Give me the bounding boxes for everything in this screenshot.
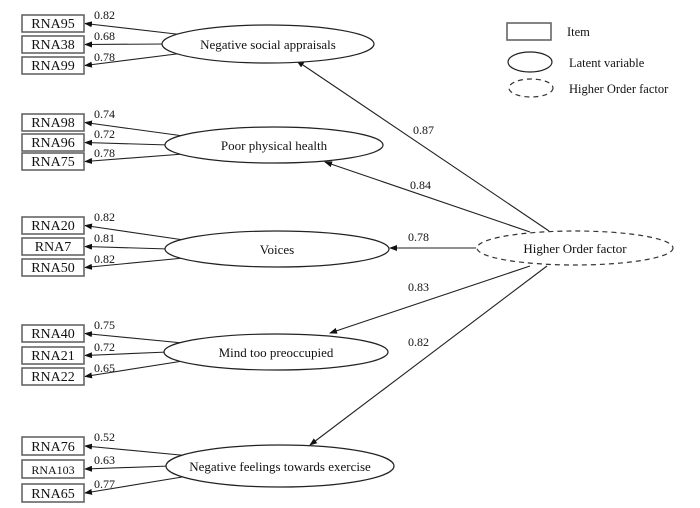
higher-order-path-1 bbox=[296, 60, 550, 232]
item-label: RNA65 bbox=[31, 487, 75, 502]
item-box bbox=[21, 35, 85, 54]
item-label: RNA38 bbox=[31, 38, 75, 53]
higher-order-path-5 bbox=[309, 265, 548, 446]
higher-order-ellipse bbox=[476, 230, 674, 266]
legend-item-swatch bbox=[506, 22, 552, 41]
item-loading: 0.75 bbox=[94, 318, 115, 332]
item-path bbox=[84, 41, 167, 48]
higher-order-loading-1: 0.87 bbox=[413, 123, 434, 137]
item-label: RNA76 bbox=[31, 440, 75, 455]
item-loading: 0.63 bbox=[94, 453, 115, 467]
item-box bbox=[21, 152, 85, 171]
item-path bbox=[84, 153, 184, 164]
item-label: RNA99 bbox=[31, 59, 75, 74]
item-loading: 0.68 bbox=[94, 29, 115, 43]
higher-order-loading-2: 0.84 bbox=[410, 178, 431, 192]
higher-order-path-2 bbox=[324, 161, 531, 233]
higher-order-path-4 bbox=[329, 265, 531, 334]
item-path bbox=[84, 139, 170, 146]
item-box bbox=[21, 258, 85, 277]
item-label: RNA50 bbox=[31, 261, 75, 276]
item-path bbox=[84, 351, 169, 359]
item-loading: 0.72 bbox=[94, 127, 115, 141]
legend-latent-swatch bbox=[507, 51, 553, 73]
item-path bbox=[84, 331, 184, 344]
item-loading: 0.82 bbox=[94, 210, 115, 224]
latent-variable-label: Voices bbox=[260, 242, 294, 257]
legend: Item Latent variable Higher Order factor bbox=[506, 22, 669, 98]
item-box bbox=[21, 367, 85, 386]
higher-order-factor: Higher Order factor bbox=[476, 230, 674, 266]
item-path bbox=[84, 120, 184, 137]
latent-variable-label: Mind too preoccupied bbox=[219, 345, 334, 360]
latent-variable-label: Negative feelings towards exercise bbox=[189, 459, 371, 474]
item-box bbox=[21, 113, 85, 132]
item-loading: 0.74 bbox=[94, 107, 115, 121]
item-path bbox=[84, 223, 185, 241]
item-path bbox=[84, 52, 181, 68]
item-label: RNA95 bbox=[31, 17, 75, 32]
item-box bbox=[21, 237, 85, 256]
item-label: RNA96 bbox=[31, 136, 75, 151]
higher-order-loading-5: 0.82 bbox=[408, 335, 429, 349]
item-path bbox=[84, 243, 170, 250]
item-box bbox=[21, 133, 85, 152]
item-label: RNA75 bbox=[31, 155, 75, 170]
item-label: RNA20 bbox=[31, 219, 75, 234]
item-path bbox=[84, 443, 186, 457]
higher-order-label: Higher Order factor bbox=[523, 241, 627, 256]
item-path bbox=[84, 465, 171, 472]
legend-higher-order-label: Higher Order factor bbox=[569, 82, 669, 96]
latent-variable-ellipse bbox=[164, 126, 384, 164]
item-loading: 0.78 bbox=[94, 50, 115, 64]
higher-order-loading-3: 0.78 bbox=[408, 230, 429, 244]
item-path bbox=[84, 475, 186, 495]
item-label: RNA98 bbox=[31, 116, 75, 131]
higher-order-loading-4: 0.83 bbox=[408, 280, 429, 294]
item-box bbox=[21, 216, 85, 235]
item-loading: 0.65 bbox=[94, 361, 115, 375]
latent-variable-ellipse bbox=[161, 24, 375, 64]
legend-latent-label: Latent variable bbox=[569, 56, 645, 70]
item-loading: 0.78 bbox=[94, 146, 115, 160]
item-box bbox=[21, 436, 85, 456]
latent-variable-ellipse bbox=[165, 444, 395, 488]
item-path bbox=[84, 257, 185, 270]
item-box bbox=[21, 14, 85, 33]
item-loading: 0.82 bbox=[94, 252, 115, 266]
legend-item-label: Item bbox=[567, 25, 590, 39]
item-path bbox=[84, 21, 181, 36]
item-loading: 0.82 bbox=[94, 8, 115, 22]
item-box bbox=[21, 459, 85, 479]
item-label: RNA22 bbox=[31, 370, 75, 385]
item-loading: 0.77 bbox=[94, 477, 115, 491]
latent-variable-label: Negative social appraisals bbox=[200, 37, 336, 52]
item-box bbox=[21, 324, 85, 343]
item-label: RNA21 bbox=[31, 349, 75, 364]
latent-variable-label: Poor physical health bbox=[221, 138, 328, 153]
legend-higher-order-swatch bbox=[508, 78, 554, 98]
latent-variable-ellipse bbox=[163, 333, 389, 371]
item-box bbox=[21, 346, 85, 365]
item-loading: 0.72 bbox=[94, 340, 115, 354]
item-box bbox=[21, 483, 85, 503]
item-box bbox=[21, 56, 85, 75]
item-path bbox=[84, 360, 184, 379]
item-label: RNA40 bbox=[31, 327, 75, 342]
item-label: RNA7 bbox=[35, 240, 72, 255]
item-loading: 0.52 bbox=[94, 430, 115, 444]
item-loading: 0.81 bbox=[94, 231, 115, 245]
latent-variable-ellipse bbox=[164, 230, 390, 268]
item-label: RNA103 bbox=[31, 463, 74, 477]
